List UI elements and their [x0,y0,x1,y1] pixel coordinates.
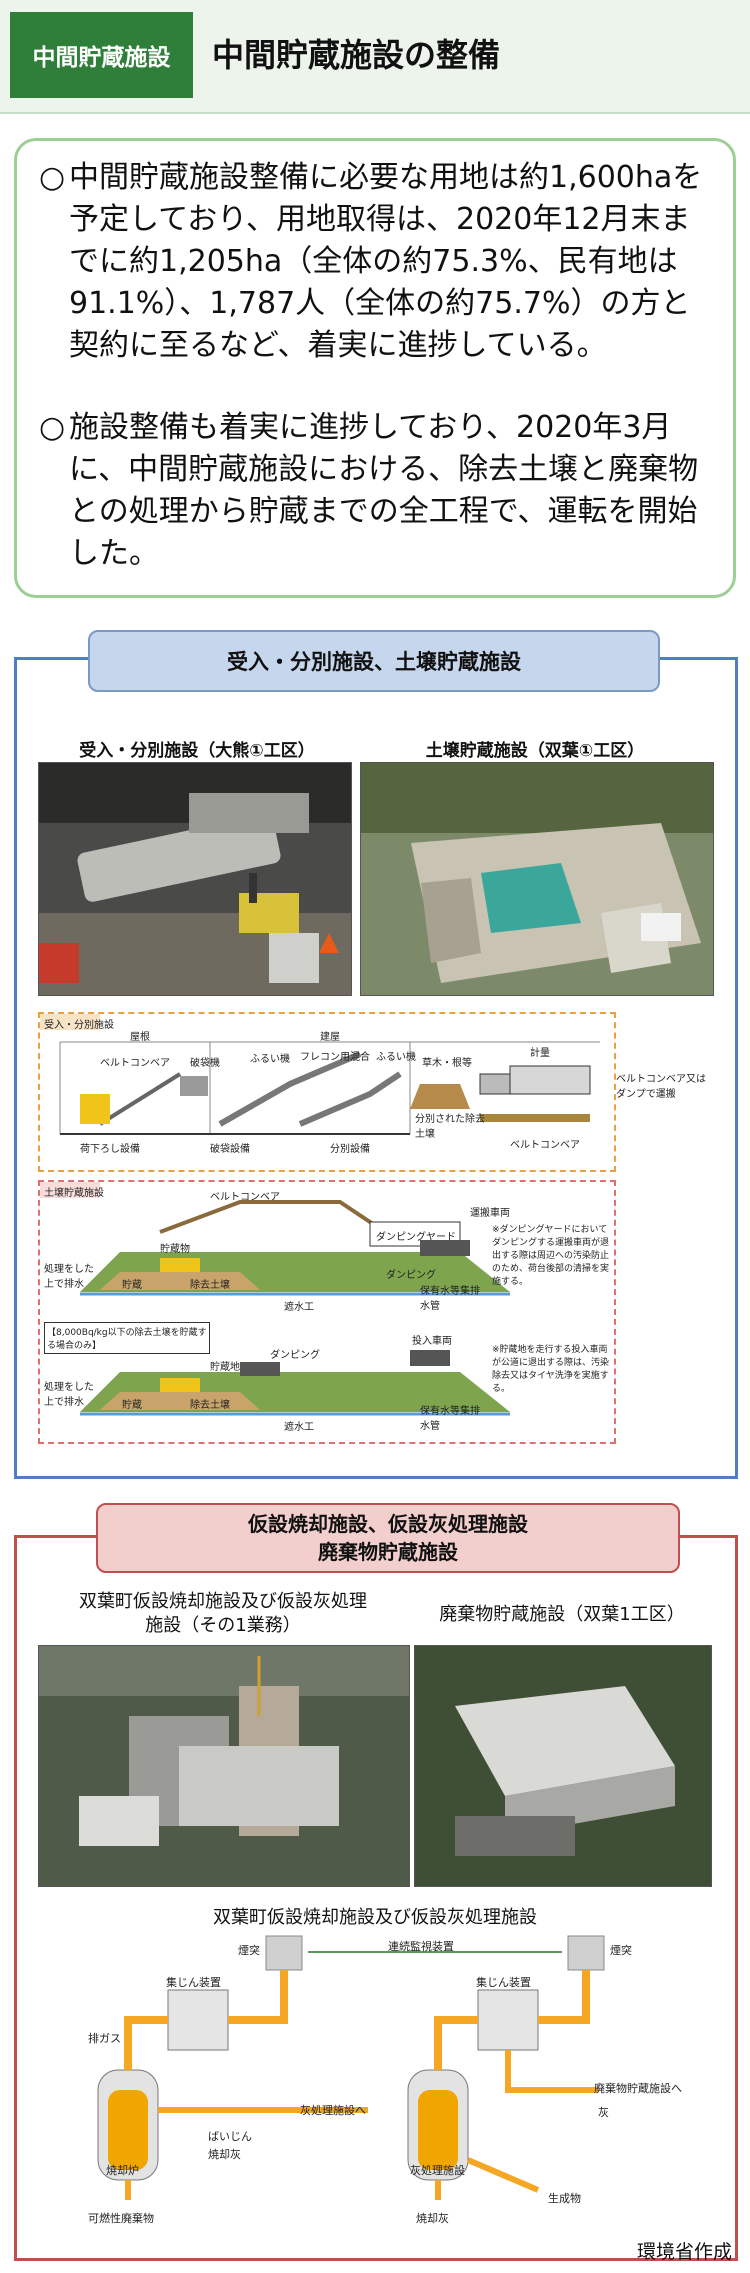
label-dust-2: 集じん装置 [476,1976,531,1989]
label-product: 生成物 [548,2192,581,2205]
label-soil-2: 除去土壌 [190,1400,230,1411]
sorting-facility-photo [38,762,352,996]
label-truck-2: 投入車両 [412,1336,452,1347]
photo-1-caption: 受入・分別施設（大熊①工区） [79,741,315,761]
waste-storage-photo [414,1645,712,1887]
photo-4-caption: 廃棄物貯蔵施設（双葉1工区） [439,1604,685,1625]
label-soil: 除去土壌 [190,1280,230,1291]
label-storage-2: 貯蔵 [122,1400,142,1411]
label-transport: ベルトコンベア又はダンプで運搬 [616,1074,706,1100]
bullet-text: 施設整備も着実に進捗しており、2020年3月に、中間貯蔵施設における、除去土壌と… [69,410,699,571]
bullet-mark: ○ [39,160,66,195]
label-chimney-1: 煙突 [238,1944,260,1957]
label-dumping-2: ダンピング [270,1350,320,1361]
label-waste-store: 廃棄物貯蔵施設へ [594,2082,682,2095]
label-barrier-2: 遮水工 [284,1422,314,1433]
section-2-title-line1: 仮設焼却施設、仮設灰処理施設 [248,1512,528,1536]
label-screen1: ふるい機 [250,1054,290,1065]
photo-2-caption: 土壌貯蔵施設（双葉①工区） [425,741,645,761]
label-chimney-2: 煙突 [610,1944,632,1957]
label-water-tank: 保有水等集排水管 [420,1286,480,1312]
photo-3-caption-line2: 施設（その1業務） [145,1615,301,1636]
label-crusher: 破袋機 [190,1058,220,1069]
diagram-1-tag: 受入・分別施設 [44,1020,114,1031]
label-water-treat-2: 処理をした上で排水 [44,1382,94,1408]
label-water-treat: 処理をした上で排水 [44,1264,94,1290]
label-dumping: ダンピング [386,1270,436,1281]
section-2-title: 仮設焼却施設、仮設灰処理施設 廃棄物貯蔵施設 [96,1503,680,1573]
photo-3-caption-line1: 双葉町仮設焼却施設及び仮設灰処理 [79,1591,367,1612]
label-crush-equip: 破袋設備 [210,1144,250,1155]
label-ash: 灰 [598,2106,609,2119]
label-grass: 草木・根等 [422,1058,472,1069]
label-unload: 荷下ろし設備 [80,1144,140,1155]
label-exhaust: 排ガス [88,2032,121,2045]
label-roof1: 屋根 [130,1032,150,1043]
label-storage-area: 貯蔵地 [210,1362,240,1373]
section-2-title-line2: 廃棄物貯蔵施設 [318,1540,458,1564]
bullet-text: 中間貯蔵施設整備に必要な用地は約1,600haを予定しており、用地取得は、202… [69,160,703,363]
section-1-title: 受入・分別施設、土壌貯蔵施設 [88,630,660,692]
label-screen2: ふるい機 [376,1052,416,1063]
label-burned-ash: 焼却灰 [208,2148,241,2161]
sorting-process-diagram: 受入・分別施設 屋根 建屋 ベルトコンベア 破袋機 ふるい機 フレコン用混合 ふ… [38,1012,616,1172]
soil-storage-diagram: 土壌貯蔵施設 ベルトコンベア ダンピングヤード 運搬車両 ダンピング 貯蔵 除去… [38,1180,616,1444]
section-tag: 中間貯蔵施設 [10,12,193,98]
page-title: 中間貯蔵施設の整備 [212,36,501,74]
label-fly-ash: ばいじん [208,2130,252,2143]
label-input-2: 焼却灰 [416,2212,449,2225]
label-belt: ベルトコンベア [100,1058,170,1069]
label-meter: 計量 [530,1048,550,1059]
label-sort-equip: 分別設備 [330,1144,370,1155]
label-mixer: フレコン用混合 [300,1052,370,1063]
diagram-3-box: 【8,000Bq/kg以下の除去土壌を貯蔵する場合のみ】 [44,1322,210,1354]
label-melter: 灰処理施設 [410,2164,465,2177]
label-dust-1: 集じん装置 [166,1976,221,1989]
diagram-title: 双葉町仮設焼却施設及び仮設灰処理施設 [213,1907,537,1928]
incineration-flow-diagram: 煙突 煙突 連続監視装置 集じん装置 集じん装置 排ガス 灰処理施設へ ばいじん… [38,1930,712,2230]
label-belt2: ベルトコンベア [510,1140,580,1151]
label-storage: 貯蔵 [122,1280,142,1291]
label-incinerator: 焼却炉 [106,2164,139,2177]
label-barrier: 遮水工 [284,1302,314,1313]
footer-credit: 環境省作成 [636,2241,732,2263]
label-monitor: 連続監視装置 [388,1940,454,1953]
diagram-2-tag: 土壌貯蔵施設 [44,1188,104,1199]
photo-3-caption: 双葉町仮設焼却施設及び仮設灰処理 施設（その1業務） [38,1590,408,1638]
label-ash-to: 灰処理施設へ [300,2104,366,2117]
label-water-tank-2: 保有水等集排水管 [420,1406,480,1432]
note-2: ※貯蔵地を走行する投入車両が公道に退出する際は、汚染除去又はタイヤ洗浄を実施する… [492,1345,610,1394]
bullet-mark: ○ [39,410,66,445]
note-1: ※ダンピングヤードにおいてダンピングする運搬車両が退出する際は周辺への汚染防止の… [492,1225,610,1287]
label-truck: 運搬車両 [470,1208,510,1219]
label-roof2: 建屋 [320,1032,340,1043]
label-sorted: 分別された除去土壌 [415,1114,485,1140]
label-yard: ダンピングヤード [376,1232,456,1243]
label-bulldozer: 貯蔵物 [160,1244,190,1255]
summary-box: ○ 中間貯蔵施設整備に必要な用地は約1,600haを予定しており、用地取得は、2… [14,138,736,598]
label-belt-2: ベルトコンベア [210,1192,280,1203]
incinerator-photo [38,1645,410,1887]
soil-storage-photo [360,762,714,996]
label-input-1: 可燃性廃棄物 [88,2212,154,2225]
